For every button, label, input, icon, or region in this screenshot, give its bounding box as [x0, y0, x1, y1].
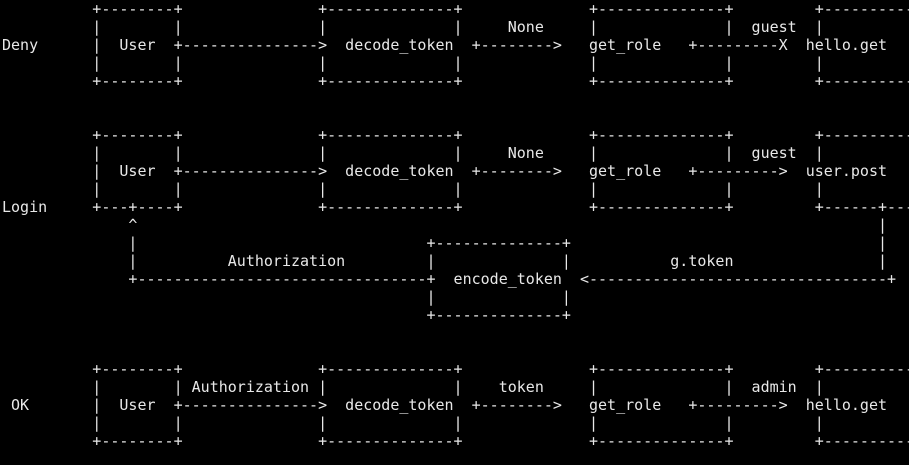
diagram-line: OK | User +---------------> decode_token… — [2, 396, 909, 414]
diagram-line: | | | | None | | guest | | — [2, 144, 909, 162]
diagram-line: | User +---------------> decode_token +-… — [2, 162, 909, 180]
diagram-line: +--------+ +--------------+ +-----------… — [2, 126, 909, 144]
diagram-line: +--------------+ — [2, 306, 571, 324]
diagram-line: +--------+ +--------------+ +-----------… — [2, 432, 909, 450]
diagram-line: ^ | — [2, 216, 888, 234]
diagram-line: | | | | | | | | — [2, 180, 909, 198]
diagram-line: | | | | | | | | — [2, 54, 909, 72]
diagram-line: | | | | None | | guest | | — [2, 18, 909, 36]
diagram-line: +--------------------------------+ encod… — [2, 270, 897, 288]
diagram-line: +--------+ +--------------+ +-----------… — [2, 72, 909, 90]
diagram-line: Deny | User +---------------> decode_tok… — [2, 36, 909, 54]
diagram-line: | | Authorization | | token | | admin | … — [2, 378, 909, 396]
diagram-line: Login +---+----+ +--------------+ +-----… — [2, 198, 909, 216]
diagram-line: | | | | | | | | — [2, 414, 909, 432]
diagram-line: +--------+ +--------------+ +-----------… — [2, 360, 909, 378]
diagram-line: | +--------------+ | — [2, 234, 888, 252]
diagram-line: +--------+ +--------------+ +-----------… — [2, 0, 909, 18]
diagram-line: | | — [2, 288, 571, 306]
diagram-line: | Authorization | | g.token | — [2, 252, 888, 270]
